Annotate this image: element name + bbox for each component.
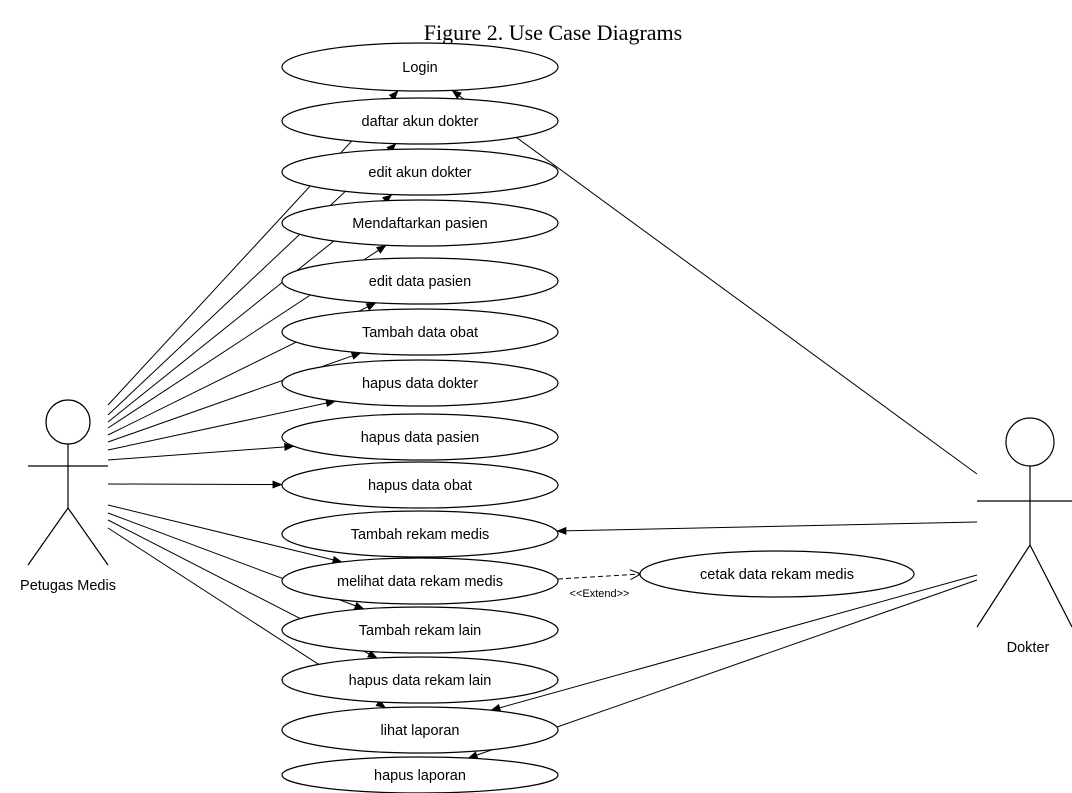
use-case-cetak-data-rekam-medis: cetak data rekam medis xyxy=(639,550,915,598)
association-dokter-lihat_laporan xyxy=(490,574,978,712)
extend-relation xyxy=(557,574,641,579)
use-case-label: Login xyxy=(402,60,437,76)
use-case-label: Tambah rekam lain xyxy=(359,623,482,639)
use-case-login: Login xyxy=(281,42,559,92)
actor-head-icon xyxy=(1005,417,1055,467)
use-case-label: hapus data dokter xyxy=(362,376,478,392)
figure-caption: Figure 2. Use Case Diagrams xyxy=(424,20,682,45)
use-case-tambah-data-obat: Tambah data obat xyxy=(281,308,559,356)
association-dokter-login xyxy=(451,89,978,475)
association-petugas-hapus_data_obat xyxy=(107,480,283,489)
use-case-label: daftar akun dokter xyxy=(362,114,479,130)
actor-right-leg xyxy=(1029,544,1072,628)
use-case-daftar-akun-dokter: daftar akun dokter xyxy=(281,97,559,145)
use-case-ellipse xyxy=(281,257,559,305)
use-case-label: edit akun dokter xyxy=(368,165,471,181)
edges-layer: <<Extend>> xyxy=(107,89,978,759)
association-petugas-login xyxy=(107,90,399,406)
use-case-hapus-data-dokter: hapus data dokter xyxy=(281,359,559,407)
use-case-label: lihat laporan xyxy=(381,723,460,739)
extend-label: <<Extend>> xyxy=(570,588,630,600)
use-case-ellipse xyxy=(281,557,559,605)
use-case-hapus-laporan: hapus laporan xyxy=(281,756,559,793)
use-case-lihat-laporan: lihat laporan xyxy=(281,706,559,754)
use-case-label: cetak data rekam medis xyxy=(700,567,854,583)
use-case-hapus-data-obat: hapus data obat xyxy=(281,461,559,509)
use-case-label: Mendaftarkan pasien xyxy=(352,216,487,232)
use-case-label: hapus laporan xyxy=(374,768,466,784)
actor-head-icon xyxy=(45,399,91,445)
actor-dokter: Dokter xyxy=(976,417,1072,656)
use-case-edit-akun-dokter: edit akun dokter xyxy=(281,148,559,196)
use-case-hapus-data-pasien: hapus data pasien xyxy=(281,413,559,461)
actor-label: Dokter xyxy=(1007,640,1050,656)
association-petugas-melihat_data_rekam_medis xyxy=(107,504,343,564)
use-case-ellipse xyxy=(281,97,559,145)
use-case-ellipse xyxy=(281,656,559,704)
association-dokter-tambah_rekam_medis xyxy=(556,521,978,535)
use-case-label: Tambah rekam medis xyxy=(351,527,490,543)
use-case-ellipse xyxy=(281,413,559,461)
actor-left-leg xyxy=(27,507,69,566)
usecases-layer: Login daftar akun dokter edit akun dokterM… xyxy=(281,42,915,793)
use-case-label: hapus data obat xyxy=(368,478,472,494)
association-petugas-hapus_data_dokter xyxy=(107,399,336,451)
use-case-ellipse xyxy=(281,706,559,754)
use-case-hapus-data-rekam-lain: hapus data rekam lain xyxy=(281,656,559,704)
use-case-label: Tambah data obat xyxy=(362,325,478,341)
actor-label: Petugas Medis xyxy=(20,578,116,594)
use-case-tambah-rekam-lain: Tambah rekam lain xyxy=(281,606,559,654)
use-case-label: melihat data rekam medis xyxy=(337,574,503,590)
use-case-ellipse xyxy=(281,308,559,356)
actor-right-leg xyxy=(67,507,109,566)
use-case-ellipse xyxy=(281,756,559,793)
use-case-ellipse xyxy=(281,606,559,654)
use-case-ellipse xyxy=(639,550,915,598)
use-case-label: hapus data pasien xyxy=(361,430,480,446)
use-case-ellipse xyxy=(281,42,559,92)
use-case-ellipse xyxy=(281,510,559,558)
use-case-edit-data-pasien: edit data pasien xyxy=(281,257,559,305)
use-case-label: edit data pasien xyxy=(369,274,471,290)
use-case-ellipse xyxy=(281,148,559,196)
use-case-ellipse xyxy=(281,199,559,247)
use-case-ellipse xyxy=(281,461,559,509)
actor-left-leg xyxy=(976,544,1031,628)
use-case-melihat-data-rekam-medis: melihat data rekam medis xyxy=(281,557,559,605)
use-case-ellipse xyxy=(281,359,559,407)
actor-petugas: Petugas Medis xyxy=(20,399,116,594)
association-petugas-hapus_data_pasien xyxy=(107,443,295,461)
use-case-mendaftarkan-pasien: Mendaftarkan pasien xyxy=(281,199,559,247)
use-case-tambah-rekam-medis: Tambah rekam medis xyxy=(281,510,559,558)
use-case-label: hapus data rekam lain xyxy=(349,673,492,689)
